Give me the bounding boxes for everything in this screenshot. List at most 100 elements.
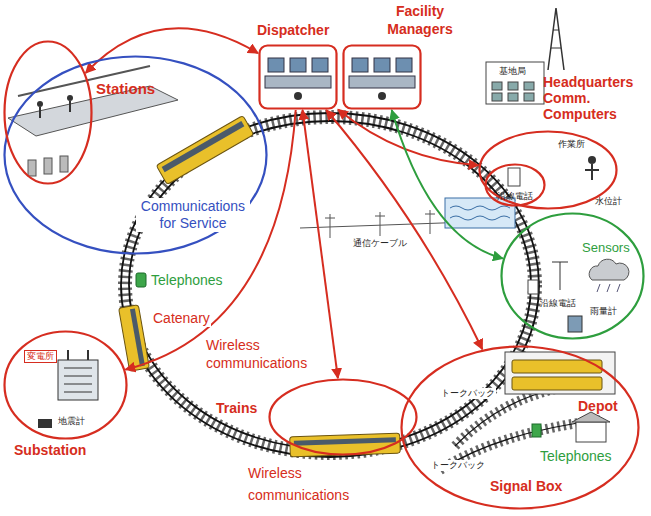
line-train	[119, 305, 150, 372]
screen	[312, 58, 328, 72]
trackside-phone	[508, 168, 520, 186]
ticket-gate	[60, 156, 68, 172]
depot-phone	[532, 424, 541, 437]
sensor-devices	[528, 259, 629, 332]
sensor-phone	[528, 280, 538, 294]
room-box: Facility Managers	[342, 44, 422, 110]
radio-tower	[553, 30, 559, 31]
train-windows	[162, 121, 245, 172]
node-title: Stations	[96, 80, 155, 98]
annotation-label: トークバック	[430, 460, 486, 471]
annotation-label: Headquarters Comm. Computers	[543, 74, 647, 122]
window	[508, 82, 518, 90]
window	[492, 82, 502, 90]
dispatcher-console	[265, 58, 331, 100]
passenger	[39, 107, 41, 118]
rain-gauge	[568, 316, 582, 332]
node-outline	[342, 44, 422, 110]
train-windows	[294, 437, 396, 446]
ticket-gate	[28, 160, 36, 176]
connector-arrow	[126, 110, 296, 370]
facility-console	[349, 58, 415, 100]
desk	[349, 76, 415, 88]
coil	[64, 368, 92, 369]
waves	[450, 206, 510, 220]
node-text: Signal Box	[490, 478, 562, 495]
telephone-icon	[136, 273, 146, 287]
operator	[294, 92, 302, 100]
ellipse-region: Substation変電所地震計	[3, 330, 128, 440]
coil	[64, 376, 92, 377]
node-title: Substation	[14, 442, 86, 459]
node-text: 変電所	[24, 350, 57, 363]
depot-shed	[505, 352, 615, 394]
rain	[617, 284, 620, 292]
radio-tower	[551, 48, 561, 49]
ellipse-region: Sensors沿線電話雨量計	[500, 212, 645, 340]
outline-rect	[260, 46, 337, 109]
crossbar	[325, 218, 335, 219]
trackside-worker	[508, 156, 599, 186]
ellipse-region: Stations	[3, 40, 93, 185]
depot-train	[512, 377, 602, 390]
annotation-label: 水位計	[595, 196, 622, 207]
building	[486, 62, 544, 104]
worker-arms	[585, 169, 599, 171]
transformer	[58, 360, 98, 400]
node-text: Telephones	[540, 448, 612, 465]
signal-box	[576, 422, 606, 442]
crossbar	[375, 216, 385, 217]
node-title: Sensors	[582, 240, 630, 256]
worker-body	[591, 164, 593, 180]
screen	[374, 58, 390, 72]
crossbar	[425, 214, 435, 215]
ellipse-region: 沿線電話	[484, 163, 546, 207]
node-outline	[258, 44, 338, 110]
outline-ellipse	[5, 42, 92, 184]
node-title: Trains	[216, 400, 257, 417]
coil	[64, 384, 92, 385]
node-outline	[3, 40, 93, 185]
outline-ellipse	[5, 57, 267, 254]
station-platform	[8, 66, 178, 176]
water	[445, 198, 515, 228]
operator	[378, 92, 386, 100]
train-body	[119, 305, 150, 372]
outline-ellipse	[502, 214, 644, 339]
node-title: 沿線電話	[497, 191, 533, 202]
worker-head	[588, 156, 596, 164]
anemometer	[560, 262, 561, 290]
node-text: 地震計	[58, 416, 85, 427]
passenger	[37, 101, 43, 107]
annotation-label: Telephones	[150, 272, 224, 289]
outline-ellipse	[5, 332, 127, 439]
depot-building	[505, 352, 615, 442]
node-title: Communications for Service	[136, 198, 250, 232]
coil	[64, 392, 92, 393]
annotation-label: Wireless communications	[248, 462, 360, 506]
rain	[597, 284, 600, 292]
window	[492, 93, 502, 101]
outline-ellipse	[270, 380, 417, 455]
node-title: Dispatcher	[257, 22, 329, 39]
river	[445, 198, 515, 228]
annotation-label: 通信ケーブル	[352, 238, 408, 249]
ticket-gate	[44, 158, 52, 174]
rain	[607, 284, 610, 292]
outline-rect	[344, 46, 421, 109]
node-outline	[500, 212, 645, 340]
radio-tower	[548, 8, 564, 70]
screen	[268, 58, 284, 72]
window	[508, 93, 518, 101]
insulator	[67, 350, 69, 360]
node-title: Depot	[578, 398, 618, 415]
seismometer	[38, 419, 52, 428]
passenger	[67, 95, 73, 101]
node-outline	[268, 378, 418, 456]
node-text: 雨量計	[590, 306, 617, 317]
anemometer	[552, 262, 568, 263]
node-title: Facility Managers	[372, 2, 468, 38]
screen	[352, 58, 368, 72]
passenger	[69, 101, 71, 112]
